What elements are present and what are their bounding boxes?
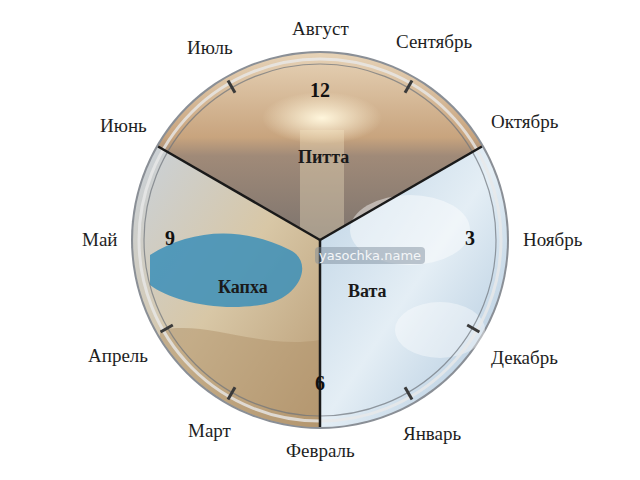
- kapha-sector-label: Капха: [214, 275, 272, 300]
- month-label: Июнь: [100, 115, 147, 137]
- sector-name: Капха: [214, 275, 272, 300]
- outer-rim: [131, 51, 509, 429]
- clock-number: 3: [465, 227, 475, 250]
- clock-number: 9: [165, 227, 175, 250]
- month-label: Октябрь: [491, 111, 558, 133]
- month-label: Сентябрь: [396, 31, 472, 53]
- pitta-sector-label: Питта: [294, 145, 353, 170]
- month-label: Август: [292, 18, 349, 40]
- sector-name: Питта: [294, 145, 353, 170]
- month-label: Февраль: [286, 440, 355, 462]
- month-label: Июль: [187, 37, 233, 59]
- vata-sector-label: Вата: [344, 279, 391, 304]
- month-label: Январь: [403, 423, 461, 445]
- sector-borders: [158, 147, 482, 428]
- watermark: yasochka.name: [315, 247, 425, 264]
- vata-sector: [320, 147, 507, 428]
- clock-number: 6: [315, 372, 325, 395]
- month-label: Март: [188, 420, 231, 442]
- month-label: Май: [82, 229, 118, 251]
- sector-name: Вата: [344, 279, 391, 304]
- month-label: Апрель: [88, 345, 148, 367]
- month-label: Декабрь: [491, 347, 558, 369]
- clock-number: 12: [310, 79, 330, 102]
- month-label: Ноябрь: [523, 229, 582, 251]
